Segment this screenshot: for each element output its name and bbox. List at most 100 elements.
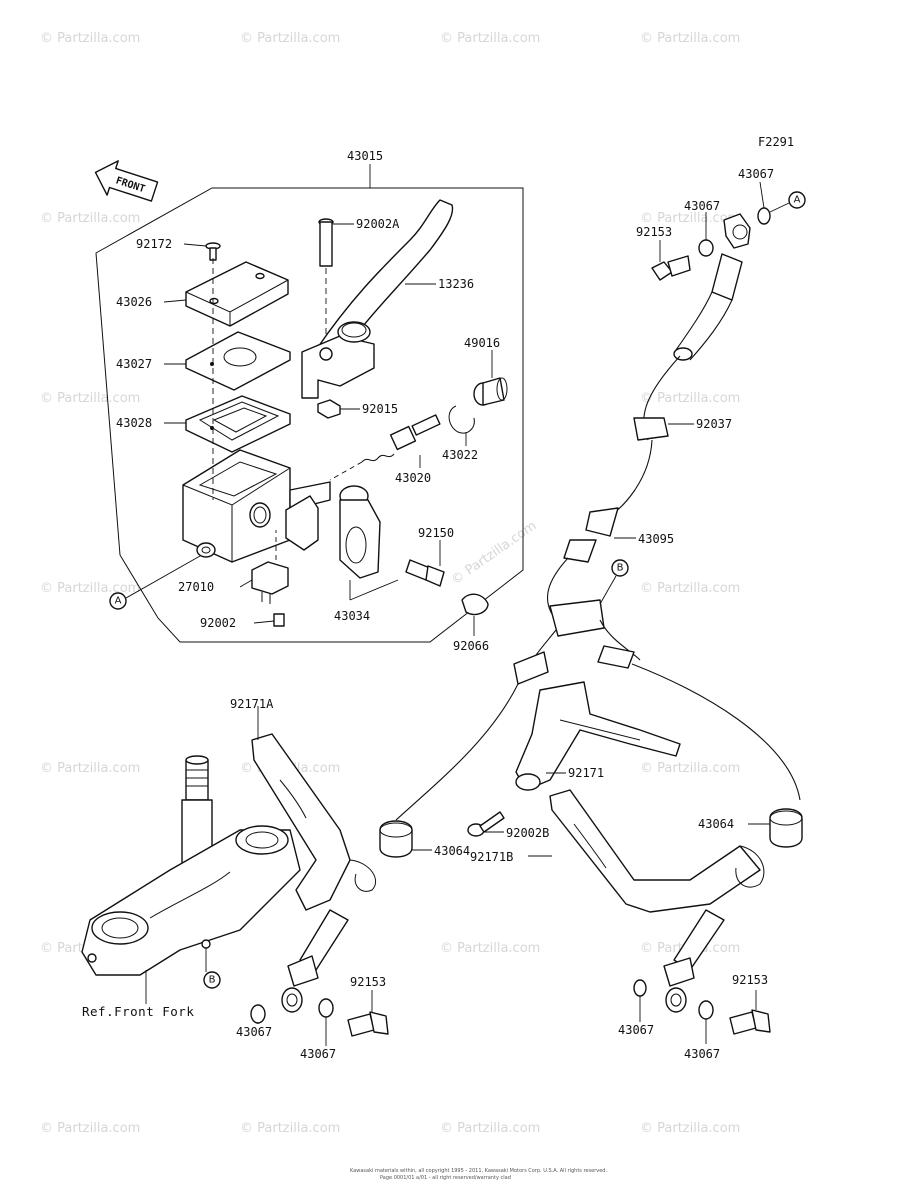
watermark: © Partzilla.com: [40, 391, 140, 406]
callout-b-bottom: [203, 971, 221, 989]
washer-43067-left1: [250, 1004, 266, 1024]
label-43067-left2: 43067: [300, 1047, 336, 1061]
watermark: © Partzilla.com: [40, 761, 140, 776]
piston-kit: [361, 414, 441, 463]
watermark: © Partzilla.com: [240, 1121, 340, 1136]
label-92066: 92066: [453, 639, 489, 653]
watermark: © Partzilla.com: [440, 31, 540, 46]
label-43067-top2: 43067: [738, 167, 774, 181]
callout-a-left: [109, 592, 127, 610]
callout-a-left-text: A: [115, 596, 122, 607]
label-43022: 43022: [442, 448, 478, 462]
label-92171A: 92171A: [230, 697, 274, 711]
banjo-bolt-92153-right: [729, 1009, 771, 1035]
watermark: © Partzilla.com: [640, 1121, 740, 1136]
label-43067-left1: 43067: [236, 1025, 272, 1039]
label-43015: 43015: [347, 149, 383, 163]
hose-bracket-92171B: [549, 789, 765, 913]
watermark: © Partzilla.com: [640, 391, 740, 406]
washer-43067-top1: [698, 239, 714, 257]
banjo-bolt-92153-top: [651, 255, 691, 281]
copyright-line-2: Page 0001/01 a/01 - all right reserved/w…: [380, 1175, 511, 1181]
screw-92172: [205, 242, 221, 261]
lower-triple-clamp: [81, 825, 301, 976]
watermark: © Partzilla.com: [640, 761, 740, 776]
label-92153-right: 92153: [732, 973, 768, 987]
diaphragm-plate: [185, 331, 291, 391]
label-43064-left: 43064: [434, 844, 470, 858]
watermark: © Partzilla.com: [440, 1121, 540, 1136]
callout-a-top: [788, 191, 806, 209]
washer-43067-top2: [757, 207, 771, 225]
label-92002: 92002: [200, 616, 236, 630]
dust-boot: [473, 377, 508, 406]
circlip: [448, 405, 475, 434]
washer-43067-left2: [318, 998, 334, 1018]
label-49016: 49016: [464, 336, 500, 350]
callout-a-top-text: A: [794, 195, 801, 206]
watermark-layer: © Partzilla.com © Partzilla.com © Partzi…: [40, 31, 740, 1136]
label-43064-right: 43064: [698, 817, 734, 831]
watermark: © Partzilla.com: [440, 941, 540, 956]
grommet-43064-right: [769, 808, 803, 848]
banjo-fitting-left: [281, 909, 349, 1013]
grommet-43064-left: [379, 820, 413, 858]
reservoir-cap: [185, 261, 289, 327]
watermark: © Partzilla.com: [40, 1121, 140, 1136]
callout-b-bottom-text: B: [209, 975, 216, 986]
watermark: © Partzilla.com: [640, 211, 740, 226]
label-92153-left: 92153: [350, 975, 386, 989]
hose-bracket-92171: [515, 681, 681, 791]
label-43020: 43020: [395, 471, 431, 485]
label-43067-right2: 43067: [684, 1047, 720, 1061]
watermark: © Partzilla.com: [40, 581, 140, 596]
label-92171: 92171: [568, 766, 604, 780]
bleeder-cap: [461, 593, 489, 616]
label-92037: 92037: [696, 417, 732, 431]
label-92172: 92172: [136, 237, 172, 251]
hose-bracket-92171A: [251, 733, 377, 911]
label-92150: 92150: [418, 526, 454, 540]
banjo-fitting-top: [723, 213, 751, 249]
screw-92002: [273, 613, 285, 627]
figure-code: F2291: [758, 135, 794, 149]
pivot-bolt-92002A: [318, 218, 334, 267]
watermark: © Partzilla.com: [40, 31, 140, 46]
callout-b-top-text: B: [617, 563, 624, 574]
watermark: © Partzilla.com: [640, 31, 740, 46]
copyright-line-1: Kawasaki materials within, all copyright…: [350, 1168, 607, 1174]
label-43034: 43034: [334, 609, 370, 623]
banjo-bolt: [405, 559, 445, 587]
brake-light-switch: [251, 561, 289, 604]
label-43067-right1: 43067: [618, 1023, 654, 1037]
label-92002A: 92002A: [356, 217, 400, 231]
reference-front-fork: Ref.Front Fork: [82, 1004, 194, 1019]
label-43095: 43095: [638, 532, 674, 546]
label-43067-top1: 43067: [684, 199, 720, 213]
label-92153-top: 92153: [636, 225, 672, 239]
front-direction-arrow: FRONT: [94, 160, 159, 202]
watermark: © Partzilla.com: [640, 581, 740, 596]
watermark: © Partzilla.com: [40, 211, 140, 226]
washer-43067-right1: [633, 979, 647, 997]
label-92015: 92015: [362, 402, 398, 416]
watermark: © Partzilla.com: [449, 518, 540, 588]
label-92002B: 92002B: [506, 826, 549, 840]
washer-43067-right2: [698, 1000, 714, 1020]
label-27010: 27010: [178, 580, 214, 594]
label-43027: 43027: [116, 357, 152, 371]
diaphragm: [185, 395, 291, 453]
screw-92002B: [467, 811, 505, 837]
handlebar-clamp: [285, 485, 381, 579]
nut-92015: [317, 399, 341, 419]
label-43026: 43026: [116, 295, 152, 309]
callout-b-top: [611, 559, 629, 577]
label-43028: 43028: [116, 416, 152, 430]
label-92171B: 92171B: [470, 850, 513, 864]
banjo-fitting-right: [663, 909, 725, 1013]
brake-lever: [301, 199, 454, 399]
watermark: © Partzilla.com: [240, 31, 340, 46]
label-13236: 13236: [438, 277, 474, 291]
banjo-bolt-92153-left: [347, 1011, 389, 1037]
